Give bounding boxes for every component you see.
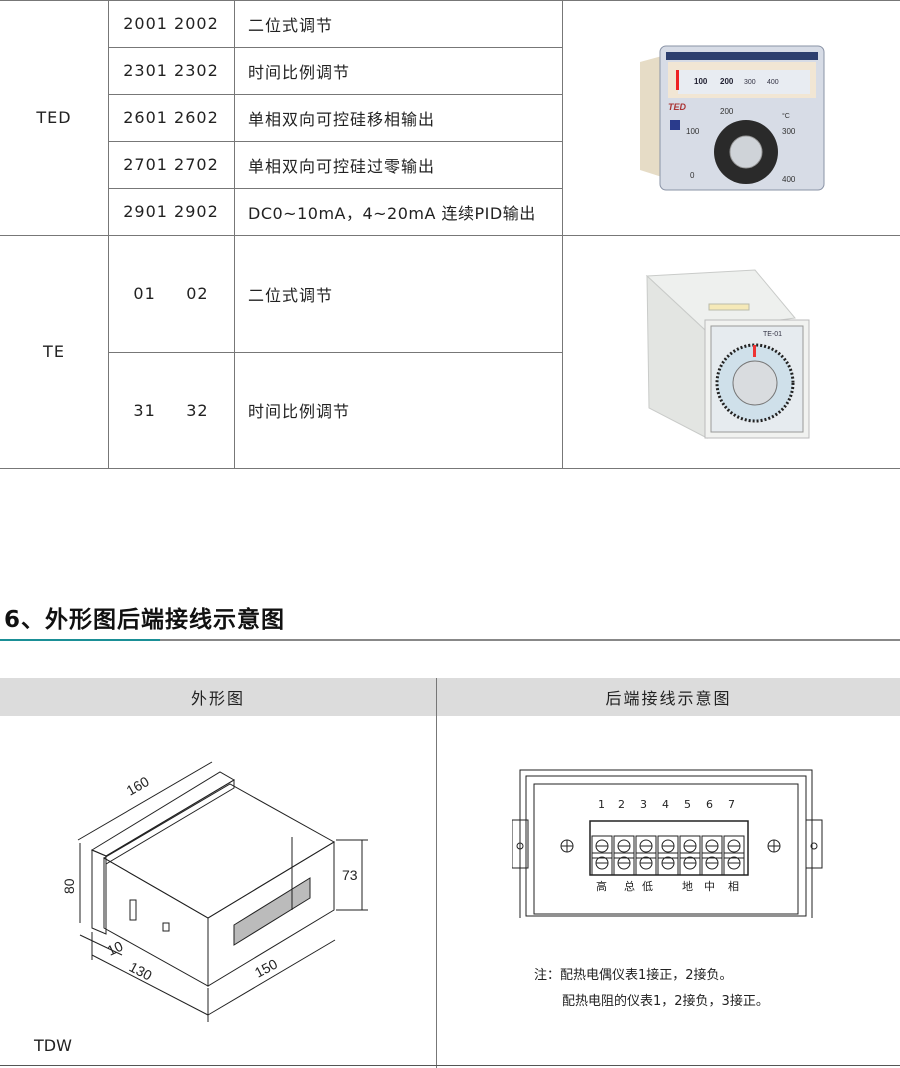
model-code: 2301 2302 xyxy=(123,61,219,80)
terminal-label: 中 xyxy=(704,880,715,893)
terminal-cell xyxy=(613,835,635,859)
terminal-cell xyxy=(679,852,701,876)
svg-text:400: 400 xyxy=(782,175,796,184)
scale-200: 200 xyxy=(720,77,734,86)
terminal-cell xyxy=(701,852,723,876)
terminal-label: 总 xyxy=(624,880,635,893)
col-header-wiring: 后端接线示意图 xyxy=(437,678,900,716)
terminal-cell xyxy=(657,852,679,876)
terminal-number: 1 xyxy=(598,798,605,811)
terminal-labels: 高 总 低 地 中 相 xyxy=(512,878,830,893)
ted-controller-photo: 100 200 300 400 TED 200 100 300 400 0 °C xyxy=(640,45,825,191)
terminal-cell xyxy=(635,835,657,859)
row-divider xyxy=(108,352,562,353)
terminal-cell xyxy=(613,852,635,876)
row-divider xyxy=(108,141,562,142)
svg-text:200: 200 xyxy=(720,107,734,116)
terminal-cell xyxy=(657,835,679,859)
terminal-number: 7 xyxy=(728,798,735,811)
dim-cutout: 73 xyxy=(342,867,358,883)
function: 二位式调节 xyxy=(248,15,334,35)
terminal-label: 高 xyxy=(596,880,607,893)
function: 二位式调节 xyxy=(248,285,334,305)
section-title: 6、外形图后端接线示意图 xyxy=(4,607,286,633)
dim-width: 150 xyxy=(252,955,280,980)
terminal-number: 6 xyxy=(706,798,713,811)
group-divider xyxy=(0,235,900,236)
note-thermocouple: 注：配热电偶仪表1接正，2接负。 xyxy=(534,968,733,983)
brand-logo: TED xyxy=(668,102,687,112)
terminal-cell xyxy=(679,835,701,859)
series-ted: TED xyxy=(36,108,72,127)
terminal-number: 5 xyxy=(684,798,691,811)
model-name: TDW xyxy=(34,1036,72,1055)
function: 时间比例调节 xyxy=(248,62,351,82)
model-code: 2901 2902 xyxy=(123,202,219,221)
terminal-label: 低 xyxy=(642,880,653,893)
col-divider xyxy=(234,0,235,468)
title-accent-underline xyxy=(0,639,160,641)
outline-drawing: 160 80 10 130 150 73 xyxy=(61,761,368,1022)
function: 单相双向可控硅移相输出 xyxy=(248,109,436,129)
terminal-numbers: 1 2 3 4 5 6 7 xyxy=(512,798,830,812)
model-label: TE-01 xyxy=(763,331,782,338)
dim-depth: 130 xyxy=(127,959,155,984)
col-divider xyxy=(108,0,109,468)
col-header-outline: 外形图 xyxy=(0,678,436,716)
terminal-cell xyxy=(635,852,657,876)
terminal-cell xyxy=(723,835,745,859)
dim-length: 160 xyxy=(124,773,152,799)
row-divider xyxy=(108,47,562,48)
scale-0: 0 xyxy=(690,171,695,180)
model-code: 01 02 xyxy=(133,284,209,303)
function: 时间比例调节 xyxy=(248,402,351,421)
note-rtd: 配热电阻的仪表1，2接负，3接正。 xyxy=(562,994,769,1009)
wiring-diagram xyxy=(512,769,823,918)
terminal-number: 3 xyxy=(640,798,647,811)
te-controller-photo: TE-01 xyxy=(645,269,810,439)
table-border-bottom xyxy=(0,468,900,469)
scale-100: 100 xyxy=(694,77,708,86)
col-divider xyxy=(436,678,437,1068)
scale-400: 400 xyxy=(767,79,779,86)
terminal-cell xyxy=(701,835,723,859)
bottom-border xyxy=(0,1065,900,1066)
terminal-cell xyxy=(591,852,613,876)
scale-300: 300 xyxy=(744,79,756,86)
title-underline xyxy=(0,639,900,641)
terminal-label: 相 xyxy=(728,880,739,893)
terminal-number: 4 xyxy=(662,798,669,811)
svg-text:300: 300 xyxy=(782,127,796,136)
model-code: 2701 2702 xyxy=(123,155,219,174)
function: DC0~10mA，4~20mA 连续PID输出 xyxy=(248,203,536,223)
dim-height: 80 xyxy=(61,878,77,894)
terminal-cell xyxy=(591,835,613,859)
row-divider xyxy=(108,94,562,95)
unit-label: °C xyxy=(782,112,790,120)
model-code: 2601 2602 xyxy=(123,108,219,127)
terminal-number: 2 xyxy=(618,798,625,811)
model-code: 2001 2002 xyxy=(123,14,219,33)
model-code: 31 32 xyxy=(133,400,209,420)
series-te: TE xyxy=(43,342,65,361)
terminal-cell xyxy=(723,852,745,876)
table-border-top xyxy=(0,0,900,1)
function: 单相双向可控硅过零输出 xyxy=(248,156,436,176)
terminal-label: 地 xyxy=(682,880,693,893)
col-divider xyxy=(562,0,563,468)
row-divider xyxy=(108,188,562,189)
dim-panel: 10 xyxy=(105,938,126,959)
svg-text:100: 100 xyxy=(686,127,700,136)
